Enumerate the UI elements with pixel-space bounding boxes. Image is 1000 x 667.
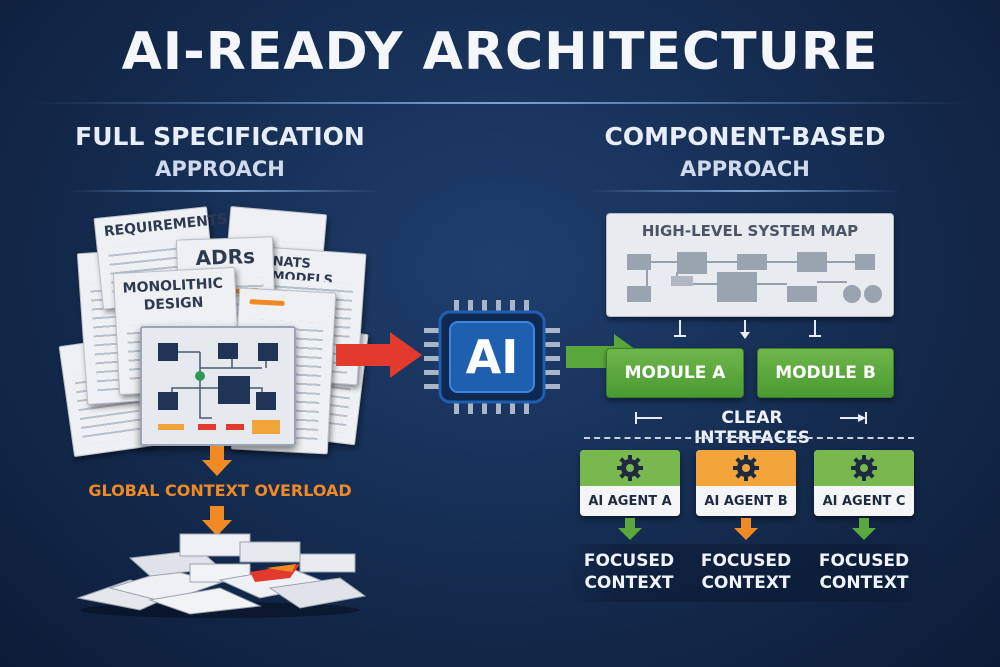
agent-b-context-line2: CONTEXT [701,573,791,593]
ai-chip-label: AI [465,330,519,384]
agent-b-context-line1: FOCUSED [700,551,792,571]
agent-a-focused-context: FOCUSED CONTEXT [574,550,684,594]
left-heading: FULL SPECIFICATION [75,122,365,151]
ai-agent-b: AI AGENT B [696,450,796,516]
overload-arrow-icon [202,446,232,476]
doc-lower-right-highlight [249,299,285,306]
left-heading-divider [70,190,380,192]
high-level-system-map: HIGH-LEVEL SYSTEM MAP [606,213,894,317]
gear-icon [733,455,759,481]
gear-icon [851,455,877,481]
system-map-diagram [627,252,882,303]
left-heading-block: FULL SPECIFICATION APPROACH [60,122,380,181]
agent-c-focused-context: FOCUSED CONTEXT [809,550,919,594]
monolithic-diagram-panel [140,326,296,446]
agent-c-arrow-icon [852,518,876,540]
overload-arrow-2-icon [202,506,232,536]
agent-b-label: AI AGENT B [696,486,796,516]
ai-agent-a: AI AGENT A [580,450,680,516]
interface-dashed-line [584,437,914,439]
ai-agent-c: AI AGENT C [814,450,914,516]
agent-b-header [696,450,796,486]
agent-a-label: AI AGENT A [580,486,680,516]
global-context-overload-label: GLOBAL CONTEXT OVERLOAD [88,481,352,500]
right-subheading: APPROACH [680,157,810,181]
left-subheading: APPROACH [155,157,285,181]
adrs-label: ADRs [195,243,256,271]
right-heading: COMPONENT-BASED [604,122,886,151]
input-arrow-icon [336,332,422,378]
agent-a-header [580,450,680,486]
module-b: MODULE B [757,348,894,398]
agent-c-context-line1: FOCUSED [818,551,910,571]
module-a: MODULE A [606,348,744,398]
agent-a-context-line2: CONTEXT [584,573,674,593]
clear-interfaces-label: CLEAR INTERFACES [693,408,810,448]
agent-b-focused-context: FOCUSED CONTEXT [691,550,801,594]
agent-c-context-line2: CONTEXT [819,573,909,593]
ai-chip-icon [424,300,560,414]
agent-b-arrow-icon [734,518,758,540]
system-map-title: HIGH-LEVEL SYSTEM MAP [641,222,859,240]
agent-a-arrow-icon [618,518,642,540]
interface-left-arrow-icon [635,412,662,424]
collapsed-document-pile [76,533,367,618]
interface-right-arrow-icon [840,412,867,424]
page-title: AI-READY ARCHITECTURE [121,22,879,82]
agent-a-context-line1: FOCUSED [583,551,675,571]
monolithic-label: MONOLITHIC DESIGN [122,275,224,314]
focused-context-band [566,544,934,602]
gear-icon [617,455,643,481]
right-heading-divider [590,190,900,192]
agent-c-header [814,450,914,486]
requirements-label: REQUIREMENTS [103,211,229,241]
right-heading-block: COMPONENT-BASED APPROACH [590,122,900,181]
agent-c-label: AI AGENT C [814,486,914,516]
monolithic-diagram [158,343,280,434]
title-divider [30,102,970,104]
map-connector-arrows [674,320,821,339]
